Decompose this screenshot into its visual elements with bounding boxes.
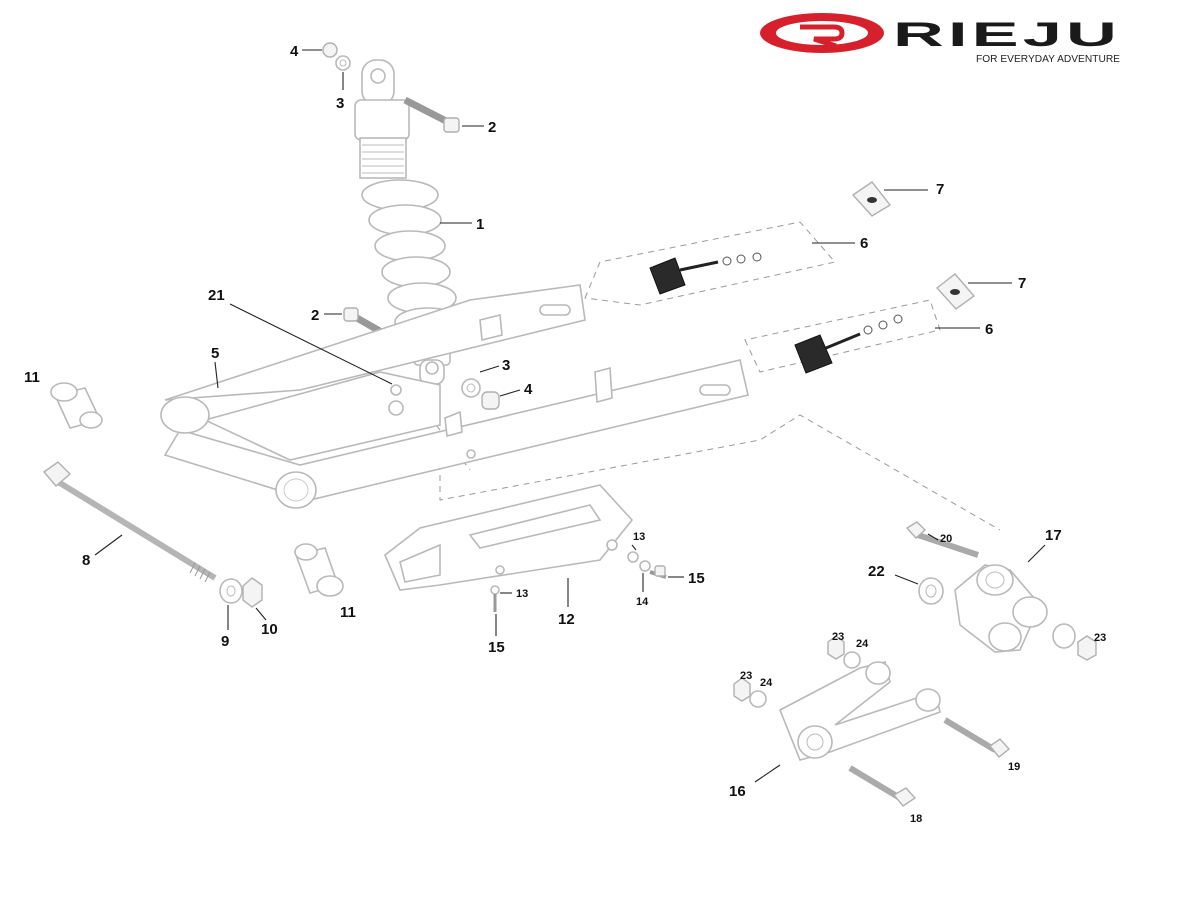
logo-wordmark: RIEJU xyxy=(893,16,1121,54)
slider-hardware xyxy=(490,551,667,612)
callout-5: 5 xyxy=(211,345,219,362)
shock-hardware xyxy=(322,42,500,410)
callout-15b: 15 xyxy=(488,639,505,656)
callout-23a: 23 xyxy=(832,631,844,643)
callout-4b: 4 xyxy=(524,381,533,398)
callout-11b: 11 xyxy=(340,604,356,621)
callout-7b: 7 xyxy=(1018,275,1026,292)
callout-18: 18 xyxy=(910,813,922,825)
callout-16: 16 xyxy=(729,783,746,800)
callout-23c: 23 xyxy=(1094,632,1106,644)
callout-2b: 2 xyxy=(311,307,319,324)
rieju-logo: RIEJU FOR EVERYDAY ADVENTURE xyxy=(760,13,1121,65)
chain-slider xyxy=(384,484,634,591)
callout-21: 21 xyxy=(208,287,225,304)
callout-17: 17 xyxy=(1045,527,1062,544)
callout-11a: 11 xyxy=(24,369,40,386)
leader-lines xyxy=(94,49,1046,783)
pivot-bushings xyxy=(50,382,344,597)
callout-8: 8 xyxy=(82,552,90,569)
swingarm xyxy=(160,284,749,509)
linkage-dogbone xyxy=(733,635,1011,807)
callout-20: 20 xyxy=(940,533,952,545)
callout-12: 12 xyxy=(558,611,575,628)
callout-23b: 23 xyxy=(740,670,752,682)
callout-9: 9 xyxy=(221,633,229,650)
callout-19: 19 xyxy=(1008,761,1020,773)
callout-6b: 6 xyxy=(985,321,993,338)
callout-22: 22 xyxy=(868,563,885,580)
callout-24a: 24 xyxy=(856,638,869,650)
callout-24b: 24 xyxy=(760,677,773,689)
callout-10: 10 xyxy=(261,621,278,638)
pivot-axle xyxy=(42,461,263,608)
callout-4a: 4 xyxy=(290,43,299,60)
callout-14: 14 xyxy=(636,596,649,608)
callout-6a: 6 xyxy=(860,235,868,252)
logo-tagline: FOR EVERYDAY ADVENTURE xyxy=(976,54,1120,65)
callout-3a: 3 xyxy=(336,95,344,112)
linkage-rocker xyxy=(905,521,1097,661)
chain-adjuster-set xyxy=(649,252,903,374)
callout-2a: 2 xyxy=(488,119,496,136)
callout-15a: 15 xyxy=(688,570,705,587)
callout-7a: 7 xyxy=(936,181,944,198)
callout-1: 1 xyxy=(476,216,484,233)
callout-labels: 1 2 2 3 3 4 4 5 6 6 7 7 8 9 10 11 11 12 … xyxy=(24,43,1106,825)
adjuster-plates xyxy=(851,181,976,310)
callout-13a: 13 xyxy=(633,531,645,543)
callout-3b: 3 xyxy=(502,357,510,374)
callout-13b: 13 xyxy=(516,588,528,600)
